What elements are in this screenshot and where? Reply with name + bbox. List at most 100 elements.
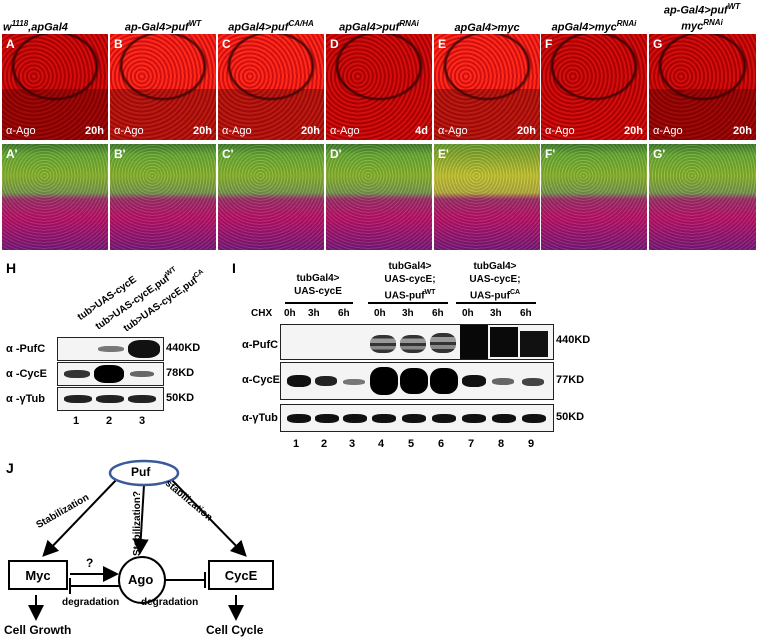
I-lane-9: 9: [528, 438, 535, 450]
cell-growth-label: Cell Growth: [4, 623, 72, 637]
H-row-label-cyce: α -CycE: [6, 368, 47, 380]
header-C: apGal4>pufCA/HA: [218, 0, 324, 34]
panel-label: F': [545, 147, 556, 161]
H-blot-tub: [57, 387, 164, 411]
degradation-left-label: degradation: [62, 597, 120, 608]
H-blot-cyce: [57, 362, 164, 386]
I-time-5: 3h: [402, 308, 414, 319]
ventral-region: [2, 89, 108, 140]
header-base: ap-Gal4>puf: [124, 22, 189, 34]
H-size-78: 78KD: [166, 367, 195, 379]
question-label: ?: [86, 556, 94, 570]
panel-B: B α-Ago 20h: [110, 34, 216, 140]
panel-J-label: J: [6, 460, 14, 476]
band: [400, 368, 428, 394]
texture: [649, 144, 756, 250]
I-group-underline-3: [456, 302, 536, 304]
band: [64, 370, 90, 378]
band: [315, 414, 339, 423]
antibody-label: α-Ago: [114, 125, 144, 137]
band: [520, 331, 548, 357]
band: [315, 376, 337, 386]
cyce-label: CycE: [224, 567, 258, 583]
band: [522, 414, 546, 423]
I-time-4: 0h: [374, 308, 386, 319]
I-chx-label: CHX: [251, 308, 273, 319]
antibody-label: α-Ago: [6, 125, 36, 137]
header-rest: ,apGal4: [28, 22, 68, 34]
header-A: w1118,apGal4: [3, 0, 109, 34]
I-blot-pufc: [280, 324, 554, 360]
panel-label: A': [6, 147, 18, 161]
group-line2: UAS-cycE;: [469, 274, 521, 285]
panel-label: C: [222, 37, 231, 51]
I-lane-3: 3: [349, 438, 356, 450]
I-time-1: 0h: [284, 308, 296, 319]
header-sup: CA/HA: [288, 19, 314, 29]
I-blot-tub: [280, 404, 554, 432]
panel-I-label: I: [232, 260, 236, 276]
band: [490, 327, 518, 357]
ago-node: [118, 556, 166, 604]
I-group-underline-1: [285, 302, 353, 304]
group-line1: tubGal4>: [473, 261, 517, 272]
antibody-label: α-Ago: [438, 125, 468, 137]
panel-D: D α-Ago 4d: [326, 34, 432, 140]
group-line2: UAS-cycE;: [384, 274, 436, 285]
I-time-2: 3h: [308, 308, 320, 319]
antibody-label: α-Ago: [222, 125, 252, 137]
panel-C-prime: C': [218, 144, 324, 250]
band: [430, 368, 458, 394]
panel-label: D': [330, 147, 342, 161]
band: [492, 378, 514, 385]
texture: [110, 144, 216, 250]
time-label: 20h: [85, 125, 104, 137]
band: [370, 367, 398, 395]
band: [287, 375, 311, 387]
I-time-9: 6h: [520, 308, 532, 319]
panel-A-prime: A': [2, 144, 108, 250]
antibody-label: α-Ago: [653, 125, 683, 137]
band: [522, 378, 544, 386]
panel-label: G: [653, 37, 663, 51]
I-lane-8: 8: [498, 438, 505, 450]
band: [287, 414, 311, 423]
group-line1: tubGal4>: [388, 261, 432, 272]
band: [462, 414, 486, 423]
group-line3: UAS-pufCA: [469, 289, 521, 302]
band: [128, 340, 160, 358]
header-base: apGal4>myc: [454, 22, 520, 34]
header-G: ap-Gal4>pufWT mycRNAi: [648, 0, 756, 34]
panel-G: G α-Ago 20h: [649, 34, 756, 140]
panel-label: D: [330, 37, 339, 51]
texture: [218, 144, 324, 250]
header-base: w: [3, 22, 12, 34]
band: [130, 371, 154, 377]
panel-F: F α-Ago 20h: [541, 34, 647, 140]
band: [96, 395, 124, 403]
H-row-label-tub: α -γTub: [6, 393, 45, 405]
I-lane-5: 5: [408, 438, 415, 450]
I-lane-7: 7: [468, 438, 475, 450]
time-label: 20h: [301, 125, 320, 137]
panel-A: A α-Ago 20h: [2, 34, 108, 140]
header-sup: RNAi: [399, 19, 419, 29]
myc-label: Myc: [25, 567, 51, 583]
panel-B-prime: B': [110, 144, 216, 250]
I-time-3: 6h: [338, 308, 350, 319]
I-time-7: 0h: [462, 308, 474, 319]
band: [372, 414, 396, 423]
panel-label: E': [438, 147, 449, 161]
I-row-label-pufc: α-PufC: [242, 339, 279, 351]
panel-F-prime: F': [541, 144, 647, 250]
header-F: apGal4>mycRNAi: [541, 0, 647, 34]
time-label: 20h: [733, 125, 752, 137]
J-arrows: [28, 459, 247, 621]
band: [432, 414, 456, 423]
band: [370, 335, 396, 353]
panel-label: C': [222, 147, 234, 161]
I-row-label-tub: α-γTub: [242, 412, 278, 424]
band: [94, 365, 124, 383]
panel-H-label: H: [6, 260, 17, 276]
ventral-region: [434, 89, 540, 140]
